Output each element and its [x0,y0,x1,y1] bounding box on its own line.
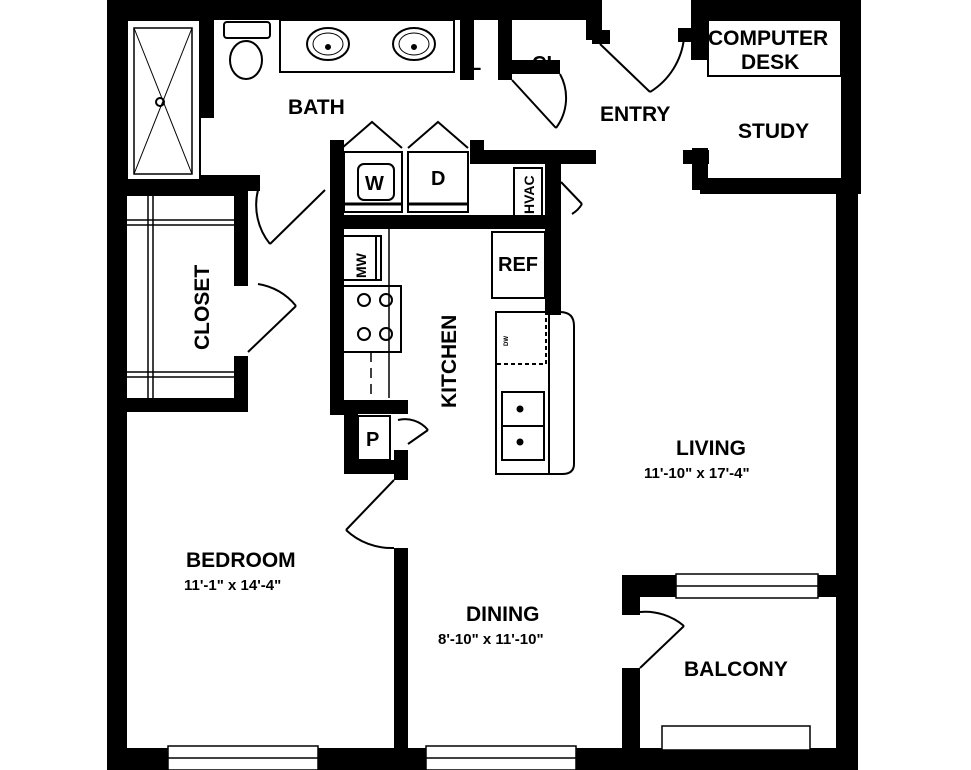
dryer-icon [407,151,469,213]
room-label-closet: CLOSET [191,265,214,350]
room-dimension-dining: 8'-10" x 11'-10" [438,631,544,648]
range-icon [342,285,402,353]
fixture-label-refrigerator: REF [498,254,538,276]
room-label-computer-desk: COMPUTER [708,27,828,50]
closet-shelving [127,196,234,398]
refrigerator-icon [491,231,546,299]
fixture-labels: L CL W D HVAC MW REF DW P [353,53,559,451]
exterior-walls [107,0,861,770]
shower-icon [126,19,201,181]
computer-desk-fixture [707,19,842,77]
fixture-label-dryer: D [431,168,445,190]
fixture-label-linen: L [469,53,481,75]
dishwasher-icon [495,311,547,365]
toilet-tank-icon [223,21,271,39]
bath-fixtures [126,19,455,181]
fixture-label-dishwasher: DW [504,336,510,346]
fixture-label-hvac: HVAC [521,175,537,214]
sink-icon [306,27,350,61]
room-label-entry: ENTRY [600,103,670,126]
room-label-living: LIVING [676,437,746,460]
fixture-label-washer: W [365,173,384,195]
toilet-bowl-icon [229,40,263,80]
room-label-bath: BATH [288,96,345,119]
kitchen-island [495,311,575,475]
room-dimension-bedroom: 11'-1" x 14'-4" [184,577,281,594]
sink-icon [392,27,436,61]
hvac-unit [513,167,543,217]
vanity-icon [279,19,455,73]
washer-icon [343,151,403,213]
room-label-kitchen: KITCHEN [438,315,461,408]
fixture-label-microwave: MW [353,252,369,278]
room-labels: BATH ENTRY STUDY COMPUTER DESK CLOSET KI… [184,27,828,681]
room-label-bedroom: BEDROOM [186,549,296,572]
pantry-box [357,415,391,461]
fixture-label-pantry: P [366,429,379,451]
room-label-computer-desk-2: DESK [741,51,799,74]
appliances [342,151,546,461]
doors [247,37,685,669]
windows [167,573,819,770]
room-label-balcony: BALCONY [684,658,788,681]
room-dimension-living: 11'-10" x 17'-4" [644,465,750,482]
room-label-study: STUDY [738,120,809,143]
interior-walls [127,0,709,770]
fixture-label-coat-closet: CL [532,53,559,75]
room-label-dining: DINING [466,603,540,626]
microwave-icon [342,235,382,281]
